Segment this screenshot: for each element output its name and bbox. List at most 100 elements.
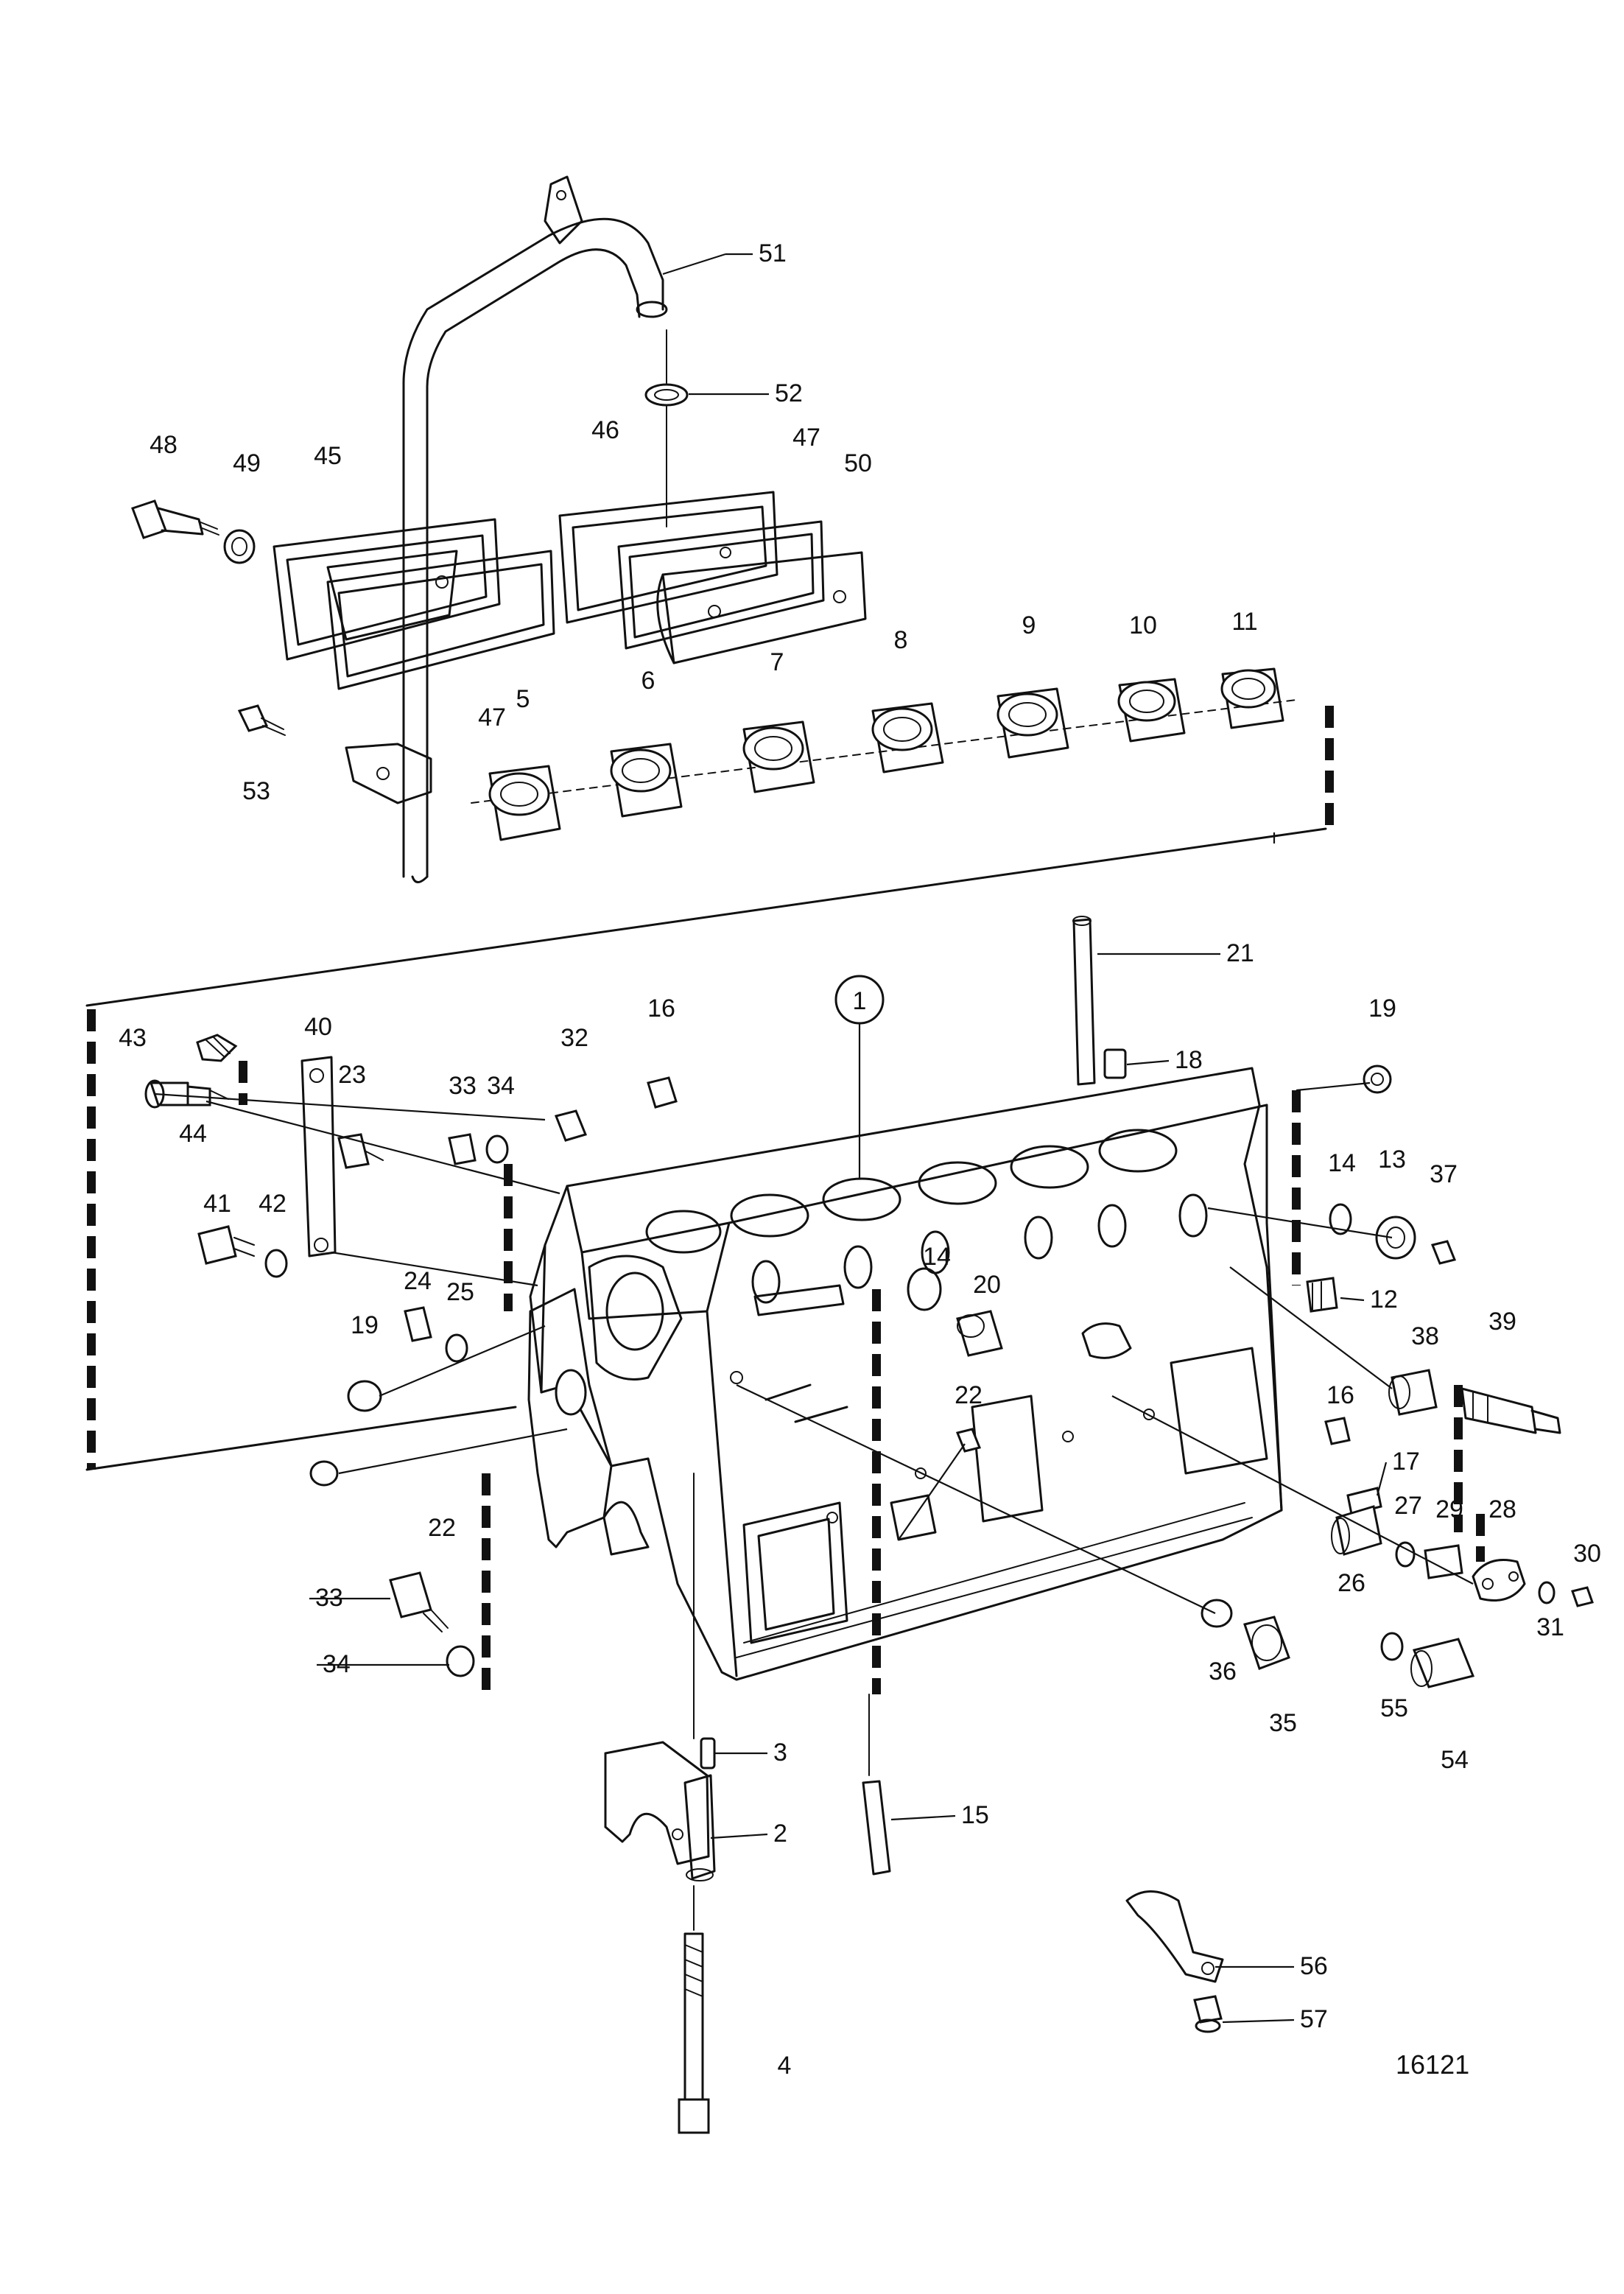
callout-33: 33 [315,1584,343,1612]
main-bearing-cap [604,1741,716,1881]
callout-36: 36 [1209,1658,1237,1686]
sensor-44 [144,1079,229,1109]
callout-34: 34 [323,1650,351,1678]
bushing-8 [871,702,944,774]
callout-46: 46 [591,416,619,444]
callout-35: 35 [1269,1709,1297,1737]
washer-25 [445,1333,468,1363]
bolt-33b [389,1571,449,1632]
engine-block [529,1067,1283,1681]
callout-3: 3 [773,1739,787,1767]
callout-49: 49 [233,449,261,477]
plug-32 [554,1109,588,1142]
callout-42: 42 [259,1190,287,1218]
callout-leader [1340,1297,1365,1302]
main-bearing-bolt [678,1473,710,2134]
seal-14b [907,1267,942,1311]
callout-leader [1222,2018,1295,2024]
callout-11: 11 [1231,608,1257,636]
callout-56: 56 [1300,1952,1328,1980]
callout-19: 19 [351,1311,379,1339]
gasket-left [326,550,555,690]
bolt-30 [1571,1586,1594,1607]
callout-18: 18 [1175,1046,1203,1074]
oil-pipe [345,175,668,883]
plug-19a [1363,1064,1392,1094]
gasket-right [617,520,825,650]
bolt-41 [197,1225,255,1265]
washer-34a [485,1134,509,1164]
bolt-33a [448,1133,477,1165]
bushing-11 [1220,667,1284,729]
callout-8: 8 [894,626,908,654]
callout-37: 37 [1430,1160,1458,1188]
bushing-10 [1117,678,1186,743]
plug-37 [1430,1240,1457,1265]
washer-42 [264,1249,288,1278]
washer-49 [223,529,256,564]
callout-leader [1376,1462,1388,1496]
callout-44: 44 [179,1120,207,1148]
callout-40: 40 [304,1013,332,1041]
washer-14a [1329,1203,1352,1235]
nut-13 [1375,1216,1416,1260]
screw-57 [1193,1995,1223,2033]
callout-53: 53 [242,777,270,805]
callout-27: 27 [1394,1492,1422,1520]
callout-52: 52 [775,379,803,407]
washer-27 [1395,1541,1416,1568]
sensor-39 [1460,1387,1561,1434]
callout-31: 31 [1536,1613,1564,1641]
callout-30: 30 [1573,1540,1601,1568]
callout-51: 51 [759,239,787,267]
callout-12: 12 [1370,1285,1398,1313]
cover-plate-right [558,491,778,624]
callout-19: 19 [1368,995,1396,1023]
callout-14: 14 [1328,1149,1356,1177]
callout-28: 28 [1488,1495,1516,1523]
callout-22: 22 [955,1381,983,1409]
callout-14: 14 [923,1243,951,1271]
callout-2: 2 [773,1820,787,1848]
camshaft-bushings [471,667,1297,841]
plug-35 [1243,1616,1290,1670]
callout-16: 16 [647,995,675,1023]
plug-43 [196,1034,238,1062]
flange-28 [1472,1559,1526,1602]
washer-55 [1380,1632,1404,1661]
stud-15 [862,1694,891,1876]
callout-55: 55 [1380,1694,1408,1722]
callout-20: 20 [973,1271,1001,1299]
gasket-ring [644,383,689,407]
bolt-16a [647,1076,678,1109]
plug-12 [1306,1277,1338,1313]
callout-45: 45 [314,442,342,470]
bushing-5 [488,765,561,841]
callout-39: 39 [1488,1308,1516,1336]
washer-36 [1201,1599,1233,1628]
sensor-54 [1410,1638,1475,1688]
callout-48: 48 [150,431,177,459]
screw-53 [237,704,286,736]
callout-7: 7 [770,648,784,676]
callout-23: 23 [338,1061,366,1089]
oil-nozzle-56 [1125,1890,1224,1983]
plug-22b [309,1460,339,1487]
sleeve-18 [1103,1048,1127,1079]
cover-plate-left [273,518,501,661]
callout-29: 29 [1435,1495,1463,1523]
callout-50: 50 [844,449,872,477]
callout-16: 16 [1326,1381,1354,1409]
plug-22a [955,1428,982,1453]
figure-number: 16121 [1396,2049,1469,2080]
plug-19b [347,1380,382,1412]
callout-4: 4 [778,2052,792,2080]
callout-leader [1126,1059,1170,1066]
callout-6: 6 [641,667,655,695]
bolt-16b [1324,1417,1351,1445]
callout-leader [710,1833,768,1839]
callout-22: 22 [428,1514,456,1542]
callout-33: 33 [449,1072,477,1100]
